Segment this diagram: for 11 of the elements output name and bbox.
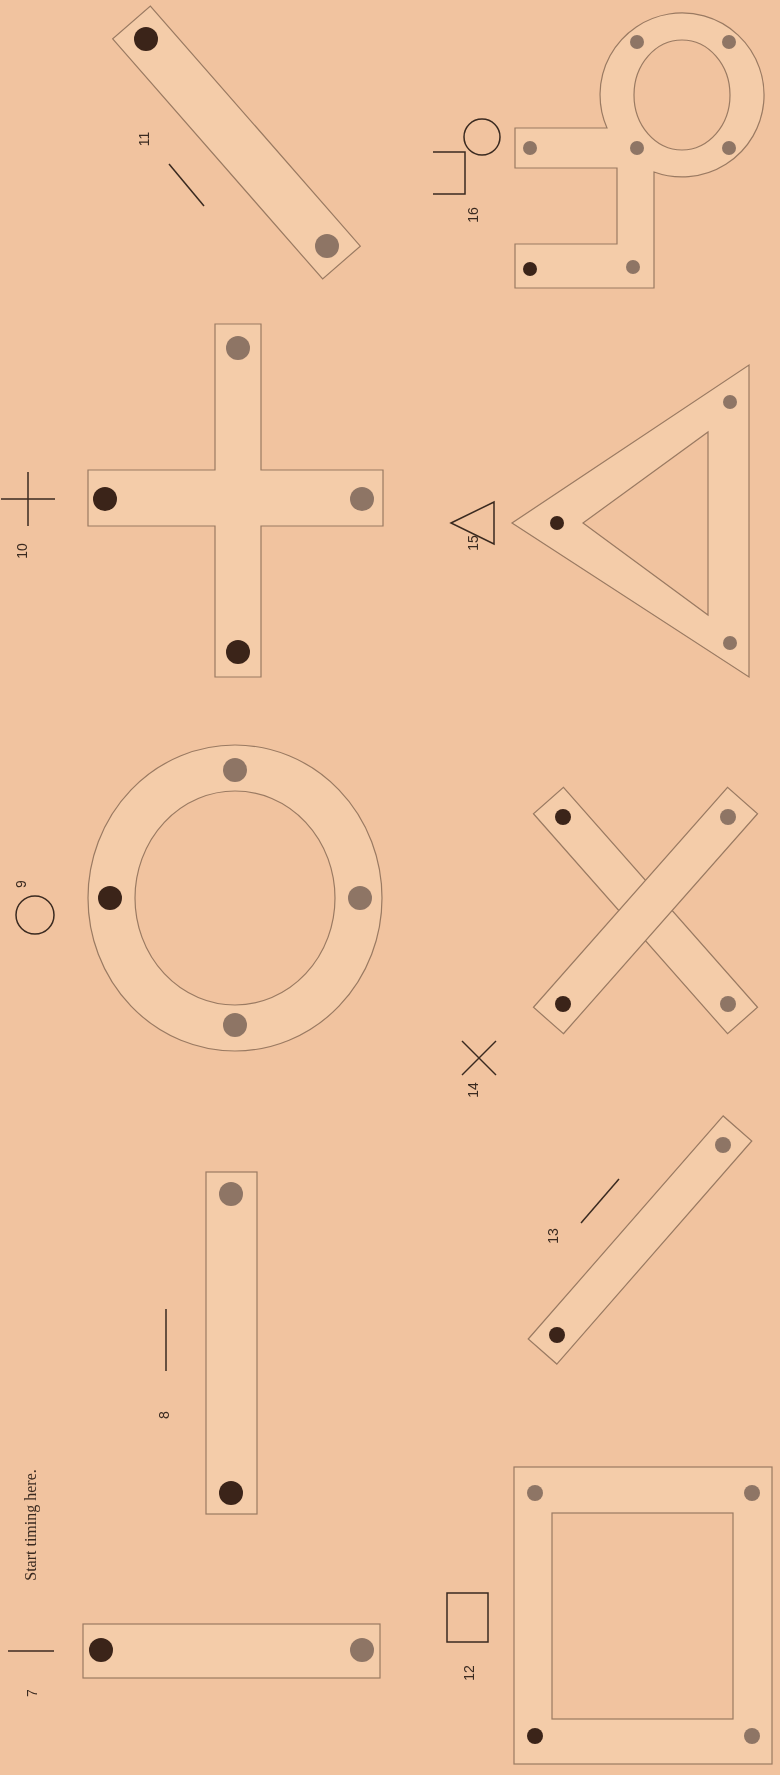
- item-number: 14: [466, 1082, 480, 1098]
- instruction-text: Start timing here.: [23, 1469, 39, 1581]
- item-number: 8: [157, 1411, 171, 1419]
- item-number: 11: [137, 131, 151, 147]
- item-number: 7: [25, 1689, 39, 1697]
- item-number: 15: [466, 535, 480, 551]
- item-number: 10: [15, 543, 29, 559]
- item-number: 12: [462, 1665, 476, 1681]
- item-number: 9: [14, 880, 28, 888]
- item-number: 16: [466, 207, 480, 223]
- item-number: 13: [546, 1228, 560, 1244]
